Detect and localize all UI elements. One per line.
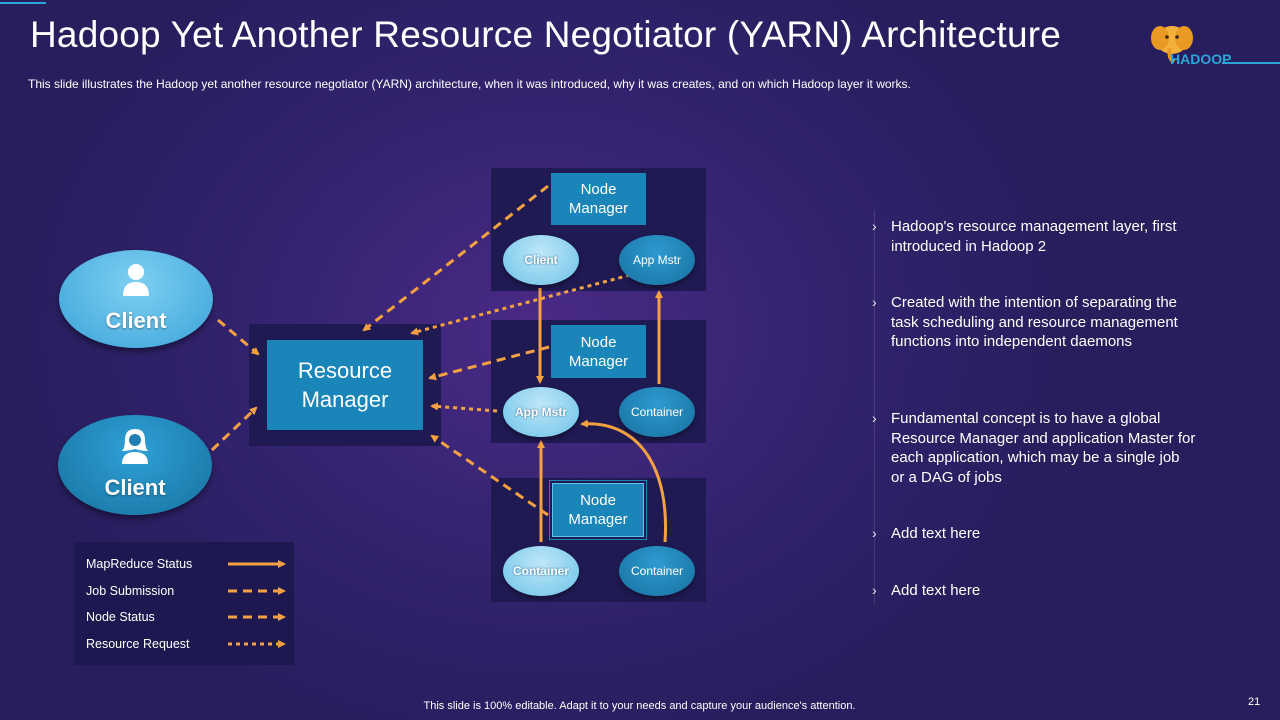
node-manager-1[interactable]: Node Manager (551, 173, 646, 225)
node3-container-oval[interactable]: Container (503, 546, 579, 596)
client-oval-1[interactable]: Client (59, 250, 213, 348)
legend-label-job-submission: Job Submission (86, 584, 175, 598)
bullet-text-4: Add text here (891, 525, 981, 542)
bullet-divider (874, 210, 875, 605)
logo-text: HADOOP (1170, 51, 1232, 67)
legend-label-resource-request: Resource Request (86, 637, 190, 651)
slide-footer: This slide is 100% editable. Adapt it to… (0, 700, 1280, 712)
slide-subtitle: This slide illustrates the Hadoop yet an… (28, 77, 911, 91)
client-label-2: Client (104, 475, 166, 500)
user-icon (123, 264, 149, 296)
chevron-right-icon: › (872, 525, 877, 541)
node2-app-master-oval[interactable]: App Mstr (503, 387, 579, 437)
client2-to-rm-arrow (210, 406, 258, 452)
node1-app-master-oval[interactable]: App Mstr (619, 235, 695, 285)
logo-underline (1222, 62, 1280, 64)
page-number: 21 (1248, 696, 1261, 708)
legend-swatches (228, 560, 286, 648)
chevron-right-icon: › (872, 582, 877, 598)
legend-label-mapreduce: MapReduce Status (86, 557, 193, 571)
client-oval-2[interactable]: Client (58, 415, 212, 515)
appmstr1-to-rm-arrow (410, 273, 631, 336)
appmstr2-to-rm-arrow (430, 402, 498, 413)
legend-box: MapReduce Status Job Submission Node Sta… (74, 542, 294, 665)
node-manager-3[interactable]: Node Manager (552, 483, 644, 537)
nm3-to-rm-arrow (430, 434, 549, 517)
female-user-icon (122, 429, 148, 464)
bullet-text-2: Created with the intention of separating… (891, 294, 1178, 350)
legend-label-node-status: Node Status (86, 610, 155, 624)
node2-container-oval[interactable]: Container (619, 387, 695, 437)
chevron-right-icon: › (872, 410, 877, 426)
node3-container-oval-2[interactable]: Container (619, 546, 695, 596)
bullet-text-1: Hadoop's resource management layer, firs… (891, 218, 1177, 255)
footer-text: This slide is 100% editable. Adapt it to… (423, 700, 856, 712)
bullet-text-5: Add text here (891, 582, 981, 599)
chevron-right-icon: › (872, 218, 877, 234)
node1-client-oval[interactable]: Client (503, 235, 579, 285)
bullet-text-3: Fundamental concept is to have a global … (891, 410, 1196, 486)
node-manager-2[interactable]: Node Manager (551, 325, 646, 378)
hadoop-elephant-icon (1151, 26, 1193, 64)
client-label-1: Client (105, 308, 167, 333)
slide-title: Hadoop Yet Another Resource Negotiator (… (30, 14, 1062, 55)
chevron-right-icon: › (872, 294, 877, 310)
container4-to-appmstr2-arrow (580, 419, 668, 543)
client1-to-rm-arrow (217, 318, 260, 356)
nm1-to-rm-arrow (362, 184, 549, 332)
nm2-to-rm-arrow (428, 345, 550, 381)
top-accent-line (0, 2, 46, 4)
resource-manager-box[interactable]: Resource Manager (267, 340, 423, 430)
